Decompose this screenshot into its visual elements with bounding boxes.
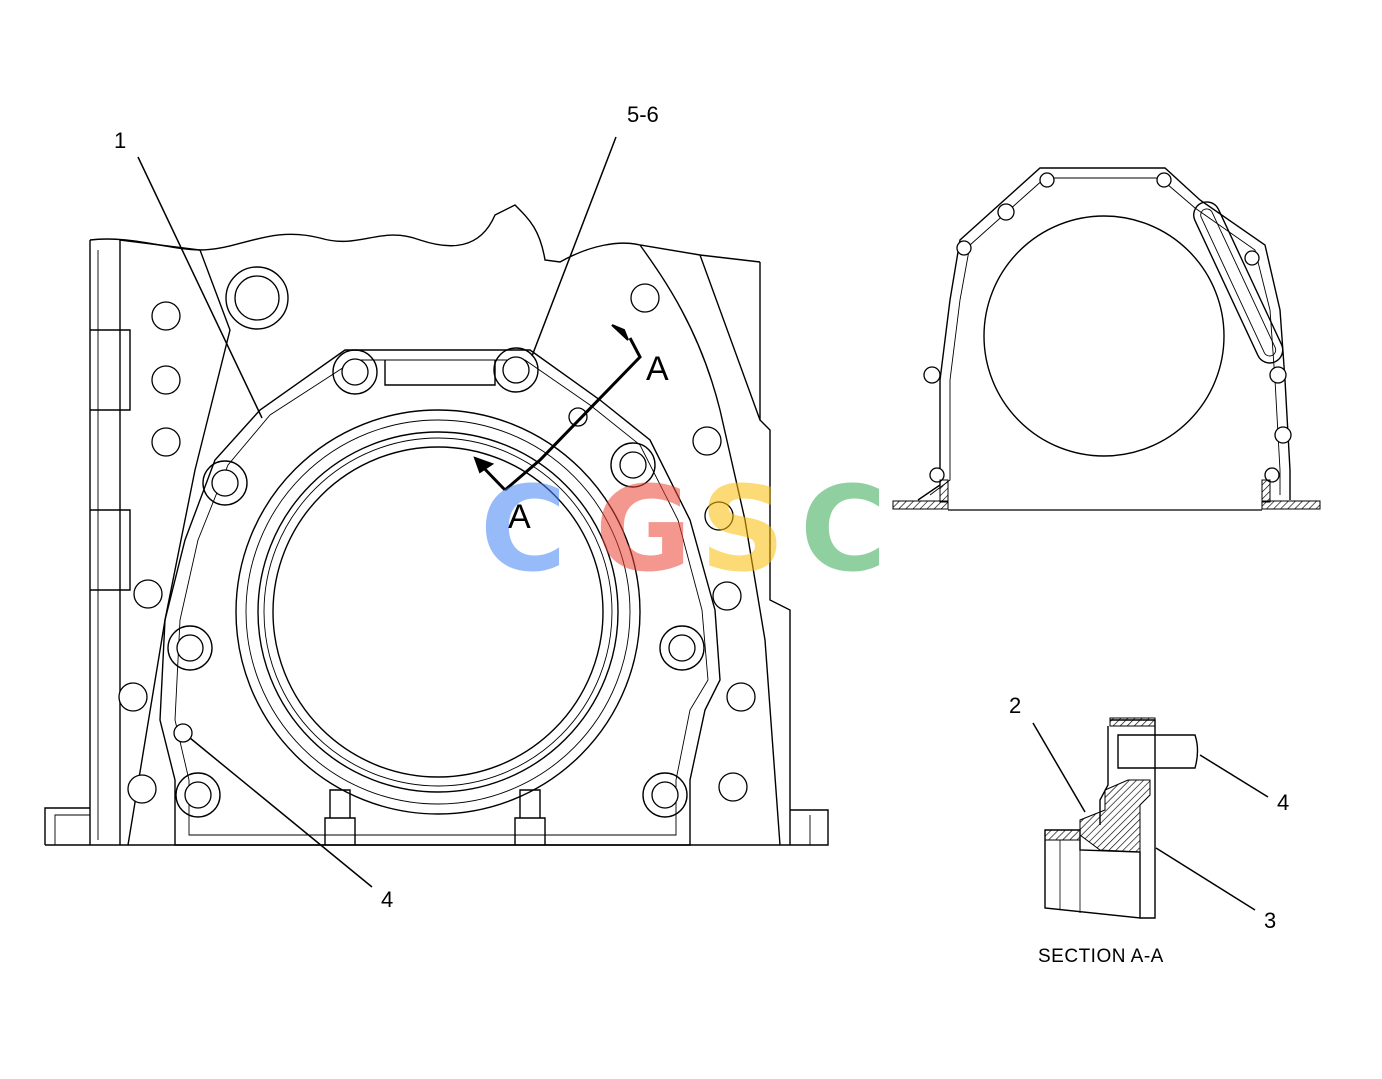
callout-4-main: 4: [381, 887, 394, 912]
gasket-view: [892, 167, 1321, 511]
callout-4-section: 4: [1277, 790, 1290, 815]
watermark-letter: C: [800, 460, 887, 598]
bolt-holes: [118, 266, 756, 818]
section-caption: SECTION A-A: [1038, 946, 1164, 967]
section-arrow-label-top: A: [646, 350, 669, 388]
callout-2: 2: [1009, 693, 1022, 718]
callout-3: 3: [1264, 908, 1277, 933]
engine-block-view: [44, 136, 829, 888]
watermark-letter: S: [700, 460, 785, 598]
watermark-letter: C: [480, 460, 567, 598]
callout-5-6: 5-6: [627, 102, 659, 127]
section-a-a-view: [1032, 717, 1269, 919]
section-arrow-label-bottom: A: [508, 498, 531, 536]
watermark-letter: G: [595, 460, 692, 598]
callout-1: 1: [114, 128, 127, 153]
